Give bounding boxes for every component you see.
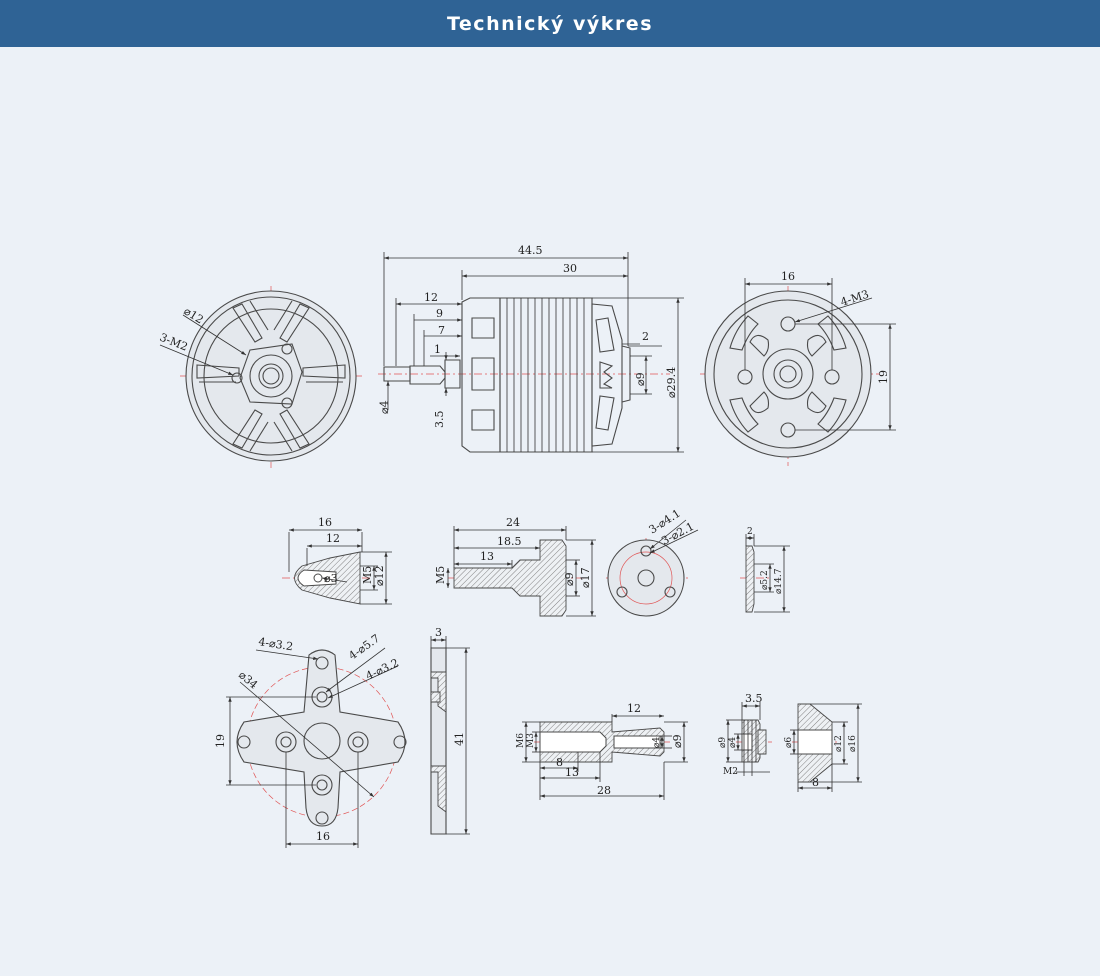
washer-part: 3-⌀4.1 3-⌀2.1 <box>606 507 699 618</box>
front-m2-label: 3-M2 <box>158 331 190 354</box>
shaft-dia-4: ⌀4 <box>652 737 662 748</box>
shaft-m6: M6 <box>516 733 526 748</box>
mount-side-part: 3 41 <box>430 626 470 835</box>
shaft-len-13: 13 <box>565 766 579 779</box>
bush-dia-6: ⌀6 <box>784 737 794 748</box>
nut-dia-4: ⌀4 <box>728 737 738 748</box>
collar-dia-5-2: ⌀5.2 <box>760 570 770 590</box>
adapter-len-18-5: 18.5 <box>497 535 522 548</box>
rear-view: 16 4-M3 19 <box>700 270 896 466</box>
adapter-m5: M5 <box>434 566 447 584</box>
side-len-7: 7 <box>438 324 445 337</box>
shaft-dia-9: ⌀9 <box>671 734 684 748</box>
mount-dia-3-2a: 4-⌀3.2 <box>258 635 294 653</box>
page-title: Technický výkres <box>446 12 654 35</box>
front-view: ⌀12 3-M2 <box>158 286 362 468</box>
mount-side-len-41: 41 <box>453 732 466 746</box>
spinner-part: 16 12 ⌀3 M5 ⌀12 <box>282 516 392 605</box>
shaft-len-12: 12 <box>627 702 641 715</box>
rear-len-19: 19 <box>877 370 890 384</box>
nut-m2: M2 <box>723 767 738 777</box>
side-dia-9: ⌀9 <box>634 372 647 386</box>
front-dia12-label: ⌀12 <box>181 305 205 327</box>
x-mount-part: 4-⌀3.2 4-⌀5.7 4-⌀3.2 ⌀34 19 16 <box>214 632 407 848</box>
mount-dia-34: ⌀34 <box>236 668 260 691</box>
spinner-dia-12: ⌀12 <box>373 565 386 586</box>
mount-dia-5-7: 4-⌀5.7 <box>346 632 382 663</box>
shaft-m3: M3 <box>526 733 536 748</box>
bush-dia-12: ⌀12 <box>834 735 844 752</box>
side-len-1: 1 <box>434 343 441 356</box>
mount-dia-3-2b: 4-⌀3.2 <box>364 656 401 683</box>
nut-len-3-5: 3.5 <box>745 692 763 705</box>
nut-part: 3.5 ⌀9 ⌀4 M2 <box>718 692 772 777</box>
spinner-len-12: 12 <box>326 532 340 545</box>
adapter-len-24: 24 <box>506 516 520 529</box>
side-dia-29-4: ⌀29.4 <box>665 367 678 398</box>
shaft-part: 12 M6 M3 ⌀4 ⌀9 8 13 28 <box>516 702 688 800</box>
page-header: Technický výkres <box>0 0 1100 47</box>
side-len-44-5: 44.5 <box>518 244 543 257</box>
adapter-dia-17: ⌀17 <box>579 567 592 588</box>
spinner-len-16: 16 <box>318 516 332 529</box>
shaft-len-8: 8 <box>556 756 563 769</box>
mount-len-16: 16 <box>316 830 330 843</box>
shaft-len-28: 28 <box>597 784 611 797</box>
collar-part: 2 ⌀5.2 ⌀14.7 <box>740 527 790 613</box>
mount-side-len-3: 3 <box>435 626 442 639</box>
technical-drawing: ⌀12 3-M2 44.5 <box>158 244 896 848</box>
mount-len-19: 19 <box>214 734 227 748</box>
bush-dia-16: ⌀16 <box>848 735 858 752</box>
side-dia-4: ⌀4 <box>378 400 391 414</box>
prop-adapter-part: 24 18.5 13 M5 ⌀9 ⌀17 <box>434 516 596 617</box>
rear-m3-label: 4-M3 <box>839 288 871 309</box>
side-view: 44.5 30 12 9 7 1 3.5 ⌀4 2 ⌀9 ⌀29.4 <box>378 244 684 453</box>
adapter-dia-9: ⌀9 <box>563 572 576 586</box>
side-len-30: 30 <box>563 262 577 275</box>
side-len-12: 12 <box>424 291 438 304</box>
bushing-part: ⌀6 ⌀12 ⌀16 8 <box>784 703 862 792</box>
side-len-2: 2 <box>642 330 649 343</box>
side-len-3-5: 3.5 <box>433 411 446 429</box>
spinner-m5: M5 <box>361 566 374 584</box>
spinner-dia-3: ⌀3 <box>324 572 338 585</box>
rear-len-16: 16 <box>781 270 795 283</box>
collar-dia-14-7: ⌀14.7 <box>774 568 784 594</box>
bush-len-8: 8 <box>812 776 819 789</box>
collar-len-2: 2 <box>747 527 753 537</box>
adapter-len-13: 13 <box>480 550 494 563</box>
side-len-9: 9 <box>436 307 443 320</box>
nut-dia-9: ⌀9 <box>718 737 728 748</box>
